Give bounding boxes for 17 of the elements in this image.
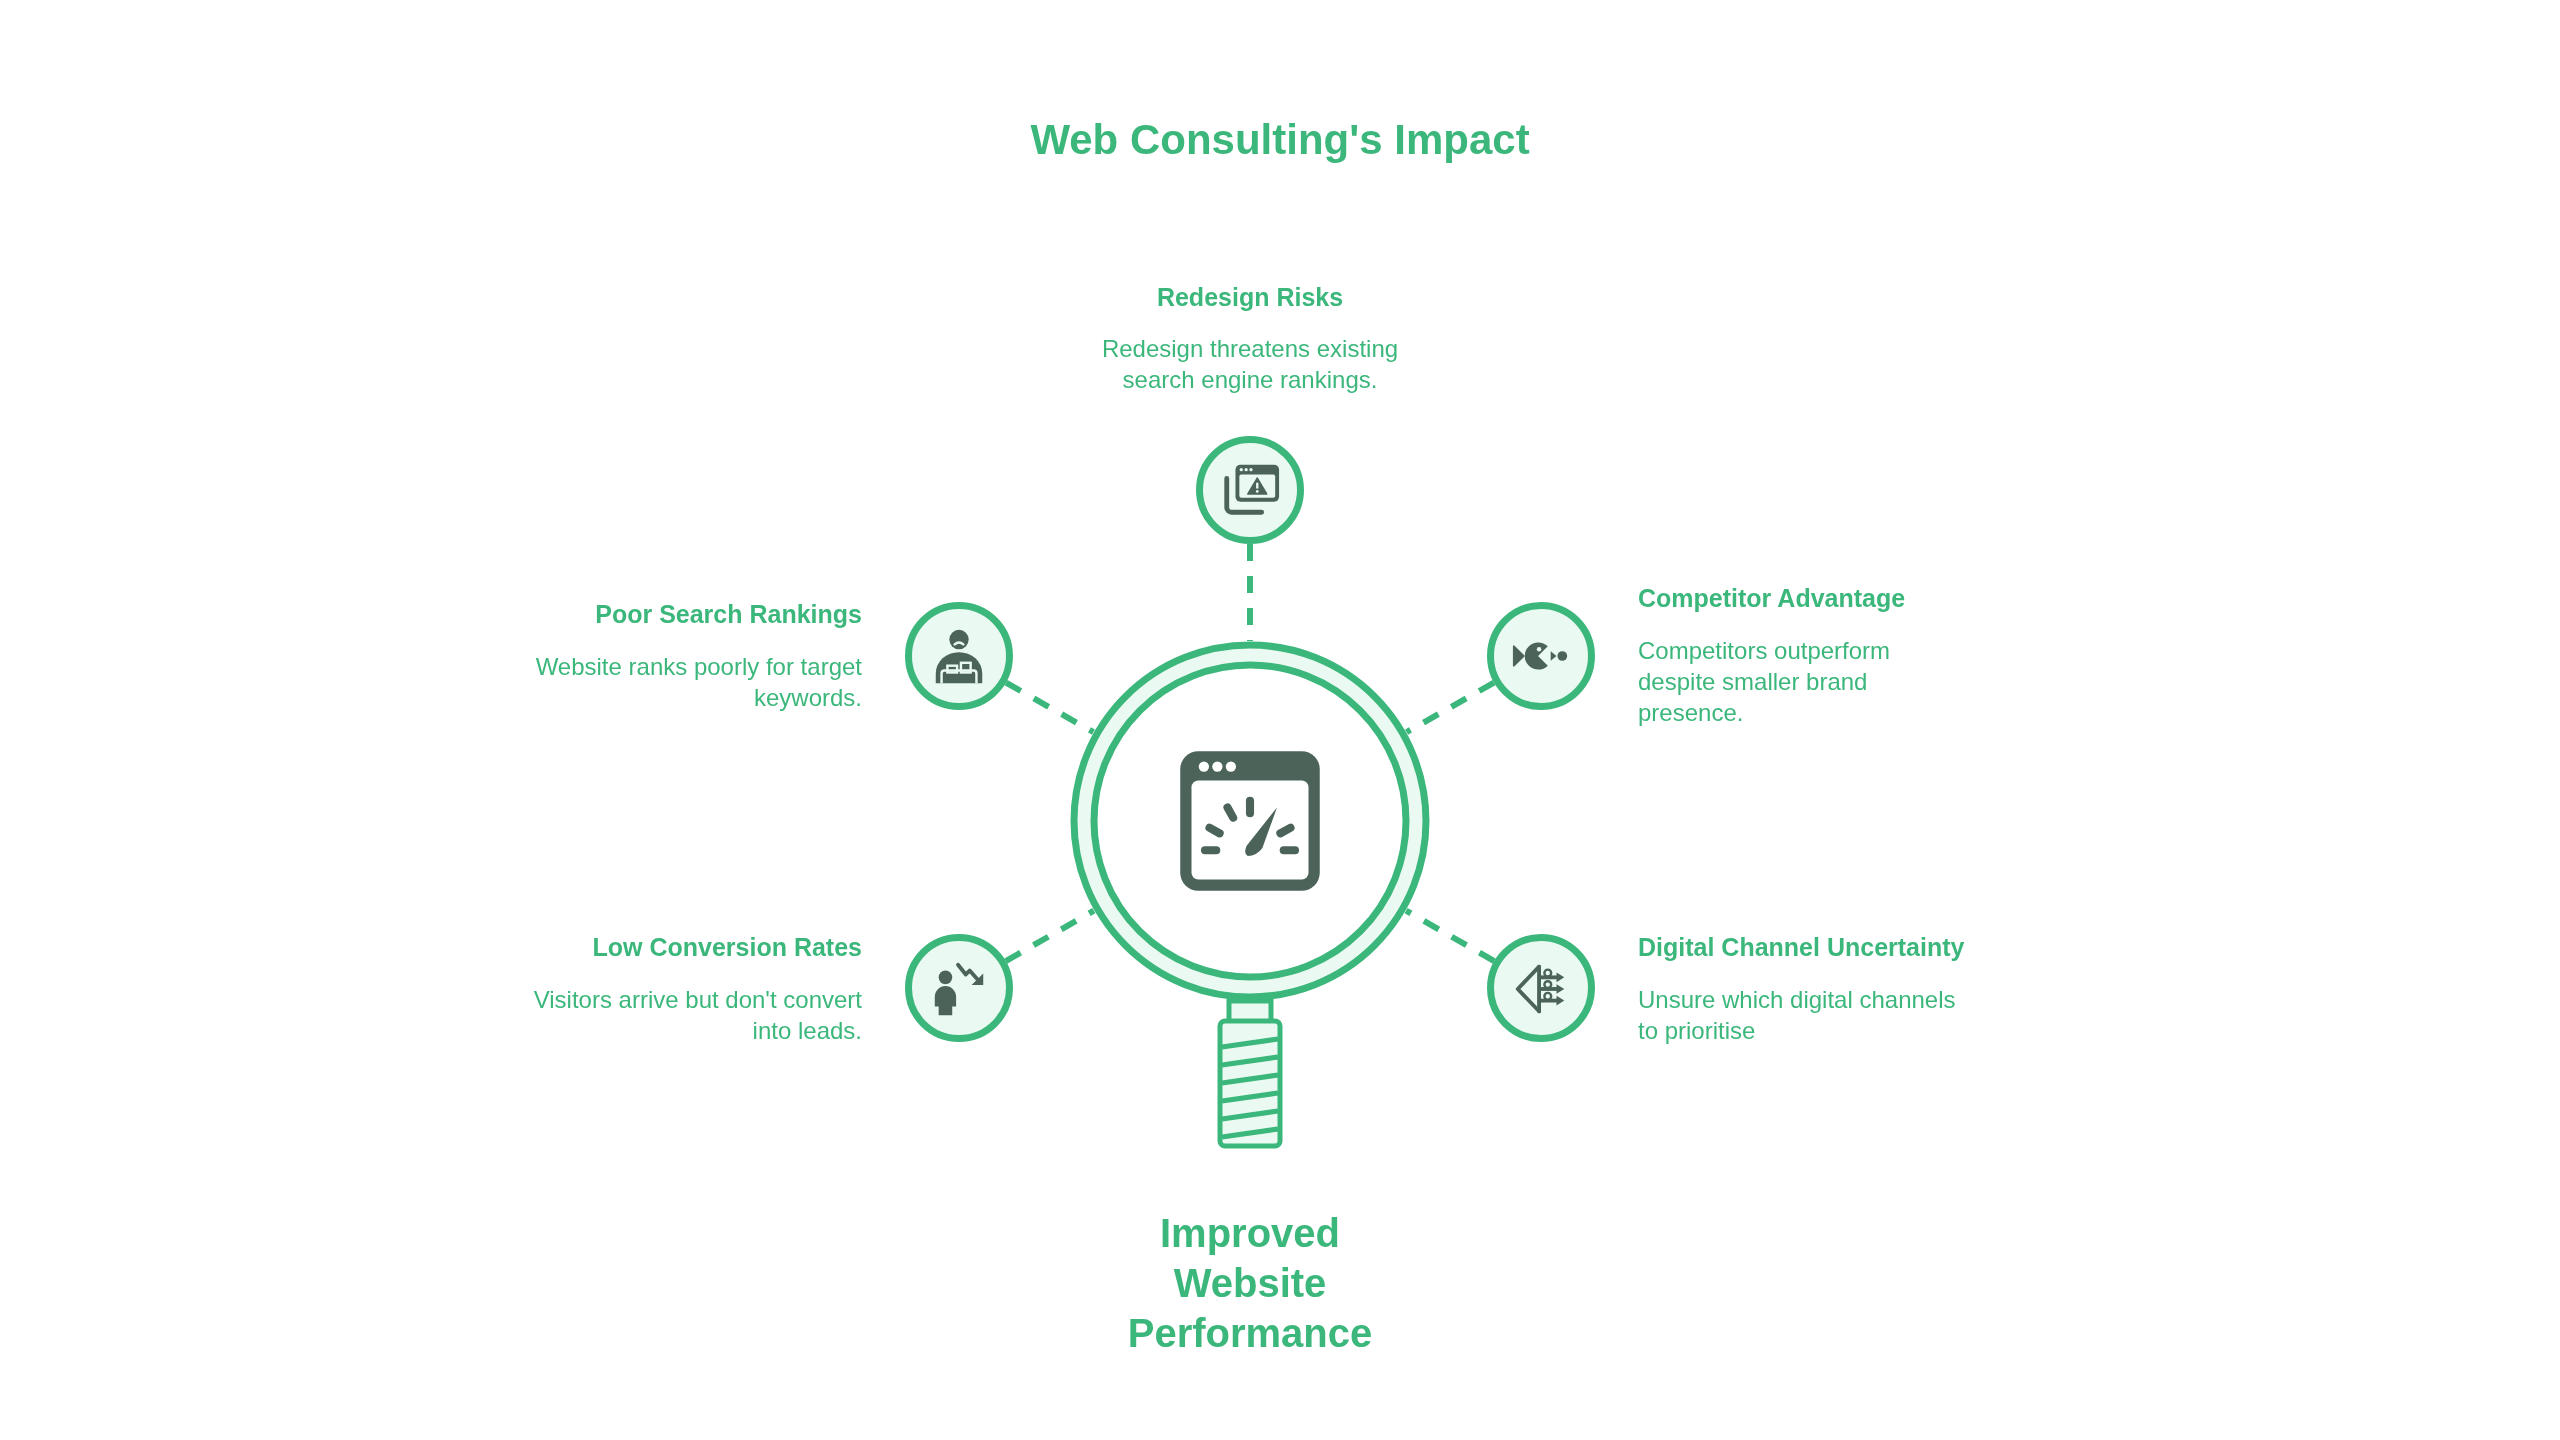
node-heading: Low Conversion Rates	[592, 933, 862, 961]
node-description: Unsure which digital channels to prioritise	[1638, 986, 1956, 1044]
node-heading: Competitor Advantage	[1638, 584, 1906, 612]
node-description: Visitors arrive but don't convert into leads.	[533, 986, 862, 1044]
node-heading: Poor Search Rankings	[595, 600, 862, 628]
diagram-title: Web Consulting's Impact	[1030, 116, 1530, 163]
node-description: Website ranks poorly for target keywords.	[535, 653, 862, 711]
node-description: Competitors outperform despite smaller brand presence.	[1638, 637, 1891, 726]
dashed-connector	[1004, 680, 1095, 735]
dashed-connector	[1404, 908, 1496, 964]
node-label: Improved Website Performance	[1127, 1211, 1373, 1355]
dashed-connector	[1247, 544, 1253, 641]
node-heading: Digital Channel Uncertainty	[1638, 933, 1965, 961]
dashed-connector	[1405, 680, 1496, 735]
node-heading: Redesign Risks	[1156, 283, 1344, 311]
dashed-connector	[1004, 908, 1096, 964]
node-description: Redesign threatens existing search engine rankings.	[1101, 335, 1399, 393]
